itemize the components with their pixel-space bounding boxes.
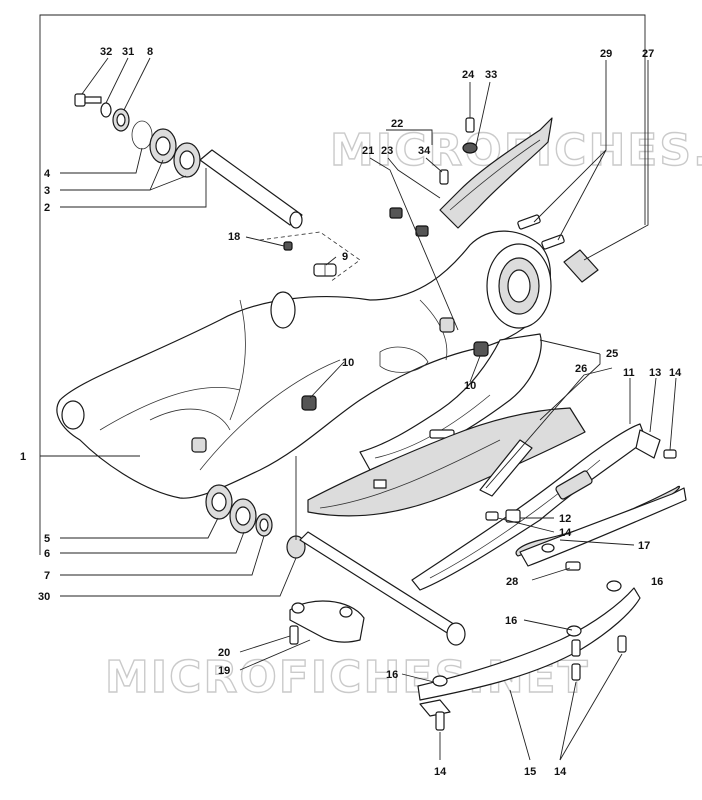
decal-27 (563, 249, 599, 283)
chain-guide-15 (417, 587, 641, 717)
bolt-14-right (663, 449, 677, 459)
callout-10-lower: 10 (464, 380, 476, 392)
callout-16-left: 16 (386, 669, 398, 681)
bolt-34 (439, 169, 449, 185)
grouping-frame (39, 14, 646, 555)
bolt-14-bottom-c (617, 635, 627, 653)
bolt-29-a (517, 214, 541, 230)
nut-16-mid (566, 625, 582, 637)
bolt-14-bottom-a (571, 639, 581, 657)
callout-8: 8 (147, 46, 153, 58)
callout-13: 13 (649, 367, 661, 379)
callout-27: 27 (642, 48, 654, 60)
callout-7: 7 (44, 570, 50, 582)
callout-21: 21 (362, 145, 374, 157)
callout-14-mid: 14 (559, 527, 572, 539)
bearing-3-a (149, 128, 177, 164)
callout-19: 19 (218, 665, 230, 677)
bearing-5 (205, 484, 233, 520)
callout-2: 2 (44, 202, 50, 214)
bushing-8 (112, 108, 130, 132)
swingarm-1 (56, 230, 552, 499)
callout-14-bottom: 14 (554, 766, 567, 778)
callout-29: 29 (600, 48, 612, 60)
bushing-10-a (301, 395, 317, 411)
callout-11: 11 (623, 367, 635, 379)
chain-guard-26 (307, 407, 586, 517)
bracket-19 (289, 600, 365, 643)
callout-20: 20 (218, 647, 230, 659)
callout-33: 33 (485, 69, 497, 81)
callout-30: 30 (38, 591, 50, 603)
washer-31 (100, 102, 112, 118)
callout-1: 1 (20, 451, 26, 463)
spacer-tube-2 (199, 149, 303, 229)
callout-5: 5 (44, 533, 50, 545)
callout-labels: 32 31 8 24 33 29 27 22 21 23 34 4 3 2 18… (20, 46, 682, 778)
bolt-14-mid (485, 511, 499, 521)
screw-20 (289, 625, 299, 645)
circlip-4 (131, 120, 153, 150)
grease-nipple-18 (283, 241, 293, 251)
callout-22: 22 (391, 118, 403, 130)
bushing-10-b (473, 341, 489, 357)
callout-26: 26 (575, 363, 587, 375)
callout-34: 34 (418, 145, 431, 157)
bracket-13 (635, 429, 661, 459)
callout-18: 18 (228, 231, 240, 243)
callout-16-right: 16 (651, 576, 663, 588)
bolt-24 (465, 117, 475, 133)
callout-9: 9 (342, 251, 348, 263)
callout-25: 25 (606, 348, 618, 360)
callout-3: 3 (44, 185, 50, 197)
callout-10-upper: 10 (342, 357, 354, 369)
axle-30 (299, 531, 466, 646)
callout-32: 32 (100, 46, 112, 58)
callout-14-right: 14 (669, 367, 682, 379)
bearing-6 (229, 498, 257, 534)
seal-7 (255, 513, 273, 537)
bolt-32 (74, 93, 102, 107)
pin-9 (313, 263, 337, 277)
bolt-29-b (541, 234, 565, 250)
washer-24 (462, 142, 478, 154)
callout-16-mid: 16 (505, 615, 517, 627)
leader-lines (40, 57, 677, 761)
callout-31: 31 (122, 46, 134, 58)
bearing-3-b (173, 142, 201, 178)
callout-6: 6 (44, 548, 50, 560)
chain-slider-17 (515, 485, 687, 567)
cover-33 (439, 117, 553, 229)
callout-23: 23 (381, 145, 393, 157)
callout-24: 24 (462, 69, 475, 81)
callout-28: 28 (506, 576, 518, 588)
callout-17: 17 (638, 540, 650, 552)
nut-16-top (606, 580, 622, 592)
bolt-14-bottom-b (571, 663, 581, 681)
callout-4: 4 (44, 168, 51, 180)
callout-12: 12 (559, 513, 571, 525)
guide-line-upper (259, 231, 361, 283)
nut-21 (389, 207, 403, 219)
nut-16-left (432, 675, 448, 687)
callout-15: 15 (524, 766, 536, 778)
callout-14-left: 14 (434, 766, 447, 778)
bolt-14-left (435, 711, 445, 731)
